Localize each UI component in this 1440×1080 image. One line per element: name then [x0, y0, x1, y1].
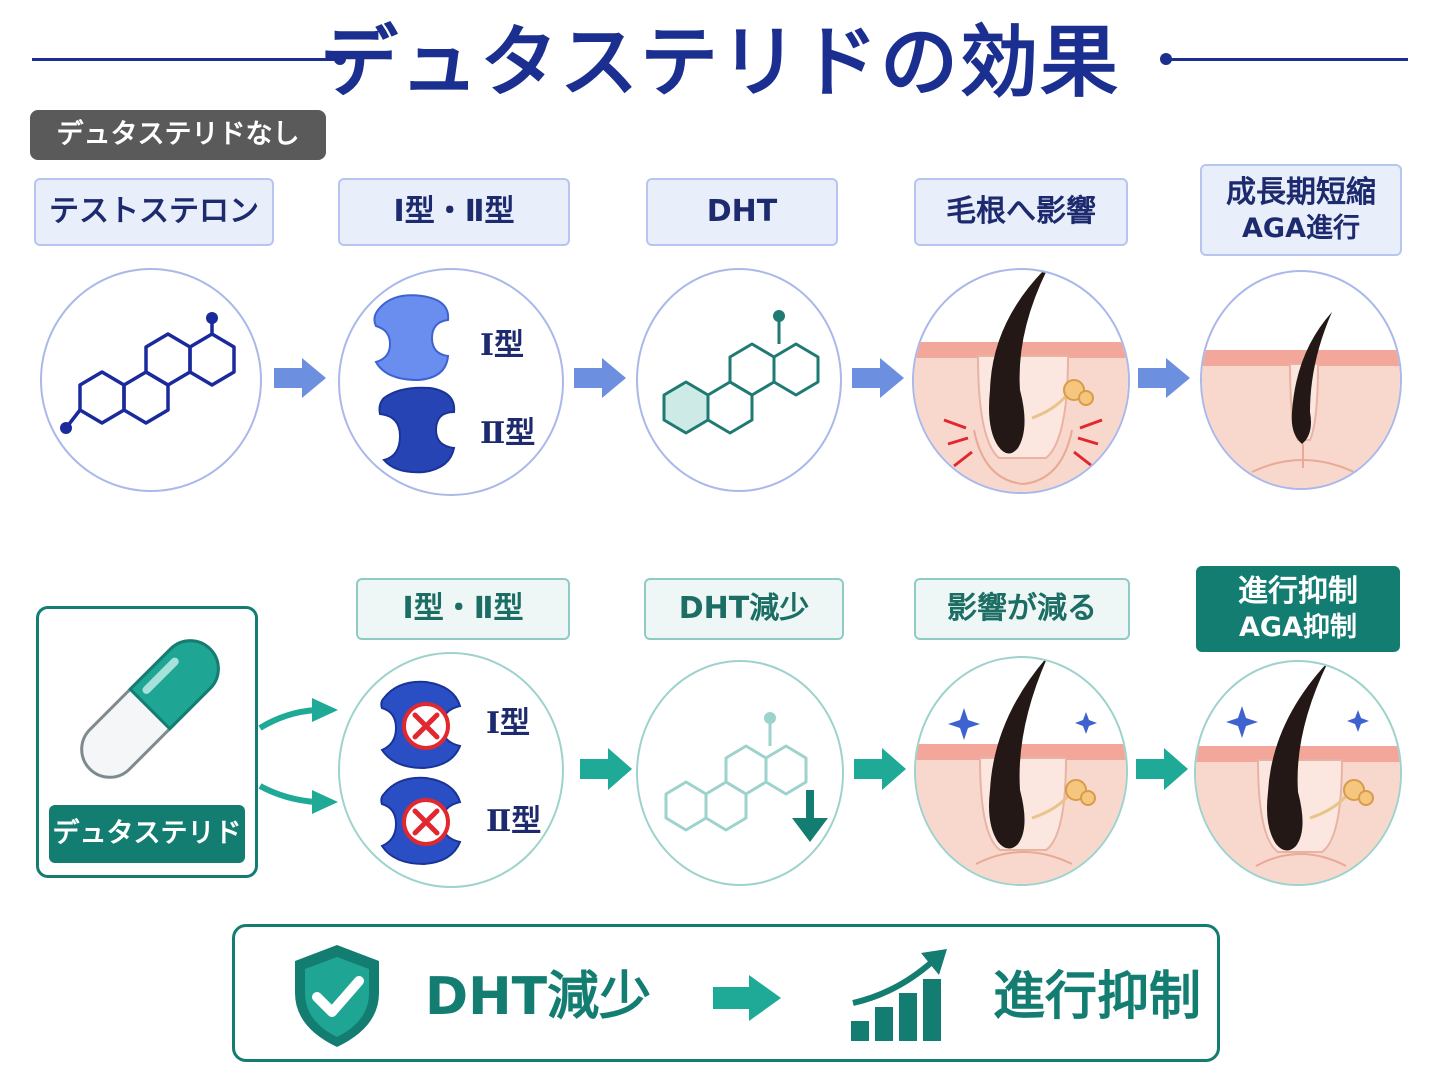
label-progress-suppressed-line2: AGA抑制 — [1239, 611, 1357, 643]
growth-chart-icon — [851, 949, 947, 1041]
arrow-row1-4-icon — [1138, 358, 1190, 398]
page-title: デュタステリドの効果 — [319, 18, 1120, 108]
hair-root-healthy-icon — [914, 656, 1128, 886]
label-progress-suppressed: 進行抑制 AGA抑制 — [1196, 566, 1400, 652]
label-growth-shortened: 成長期短縮 AGA進行 — [1200, 164, 1402, 256]
enzyme-pieces-circle: Ⅰ型 Ⅱ型 — [338, 268, 564, 496]
arrow-row2-1-icon — [580, 748, 632, 790]
label-progress-suppressed-line1: 進行抑制 — [1238, 574, 1358, 610]
arrow-row2-2-icon — [854, 748, 906, 790]
summary-dht-decrease: DHT減少 — [425, 967, 652, 1027]
label-enzyme-types-2: Ⅰ型・Ⅱ型 — [356, 578, 570, 640]
dht-decrease-icon — [636, 660, 844, 886]
sparkle-icon — [1075, 712, 1097, 734]
label-enzyme-types: Ⅰ型・Ⅱ型 — [338, 178, 570, 246]
curved-arrow-up-icon — [258, 698, 338, 731]
label-hair-root-effect: 毛根へ影響 — [914, 178, 1128, 246]
dutasteride-pill-box: デュタステリド — [36, 606, 258, 878]
sparkle-icon — [1226, 706, 1258, 738]
summary-arrow-icon — [713, 975, 781, 1021]
sparkle-icon — [1347, 710, 1369, 732]
enzyme-type1-label: Ⅰ型 — [480, 328, 525, 363]
dutasteride-label: デュタステリド — [49, 805, 245, 863]
capsule-icon — [80, 639, 220, 779]
title-line-right — [1168, 58, 1408, 61]
enzyme-type2-icon — [378, 386, 456, 474]
hair-root-damaged-icon — [912, 268, 1130, 494]
enzyme-blocked-circle: Ⅰ型 Ⅱ型 — [338, 652, 564, 888]
label-dht-decrease: DHT減少 — [644, 578, 844, 640]
label-testosterone: テストステロン — [34, 178, 274, 246]
summary-box: DHT減少 進行抑制 — [232, 924, 1220, 1062]
dht-molecule-icon — [636, 268, 842, 492]
title-dot-right — [1160, 53, 1172, 65]
curved-arrow-down-icon — [258, 783, 338, 814]
enzyme-type2-label-2: Ⅱ型 — [486, 804, 542, 839]
arrow-row1-1-icon — [274, 358, 326, 398]
title-dot-left — [334, 53, 346, 65]
label-effect-reduced: 影響が減る — [914, 578, 1130, 640]
testosterone-molecule-icon — [40, 268, 262, 492]
arrow-row1-3-icon — [852, 358, 904, 398]
enzyme-type2-label: Ⅱ型 — [480, 416, 536, 451]
summary-progress-suppressed: 進行抑制 — [993, 967, 1202, 1027]
hair-healthy-icon — [1194, 660, 1402, 886]
sparkle-icon — [948, 708, 980, 740]
arrow-row1-2-icon — [574, 358, 626, 398]
without-badge: デュタステリドなし — [30, 110, 326, 160]
shield-check-icon — [295, 945, 379, 1047]
arrow-row2-3-icon — [1136, 748, 1188, 790]
label-dht: DHT — [646, 178, 838, 246]
enzyme-type1-icon — [373, 294, 450, 382]
title-line-left — [32, 58, 340, 61]
label-growth-shortened-line2: AGA進行 — [1242, 212, 1360, 244]
hair-thinning-icon — [1200, 270, 1402, 490]
label-growth-shortened-line1: 成長期短縮 — [1226, 175, 1376, 211]
enzyme-type1-label-2: Ⅰ型 — [486, 706, 531, 741]
